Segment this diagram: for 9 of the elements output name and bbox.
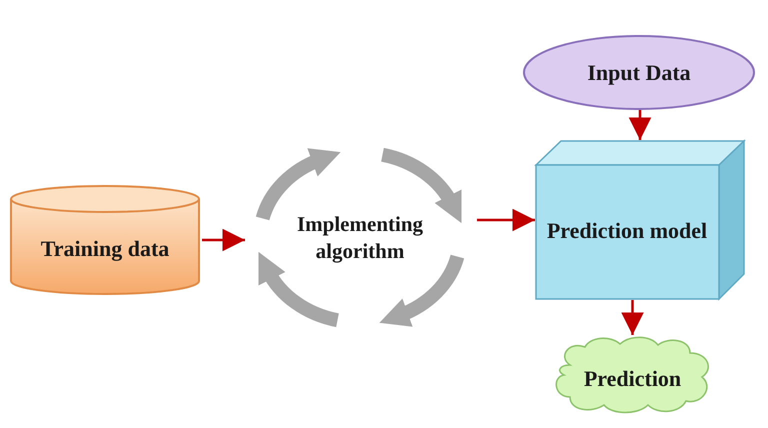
node-label: Input Data: [587, 58, 691, 86]
arrow: [628, 110, 652, 140]
arrow: [202, 228, 245, 252]
node-label: Prediction model: [546, 217, 708, 245]
node-label: Prediction: [584, 365, 682, 393]
node-label: Implementing algorithm: [296, 211, 424, 264]
arrow: [477, 208, 535, 232]
node-label: Training data: [40, 235, 170, 263]
arrow: [621, 300, 644, 335]
